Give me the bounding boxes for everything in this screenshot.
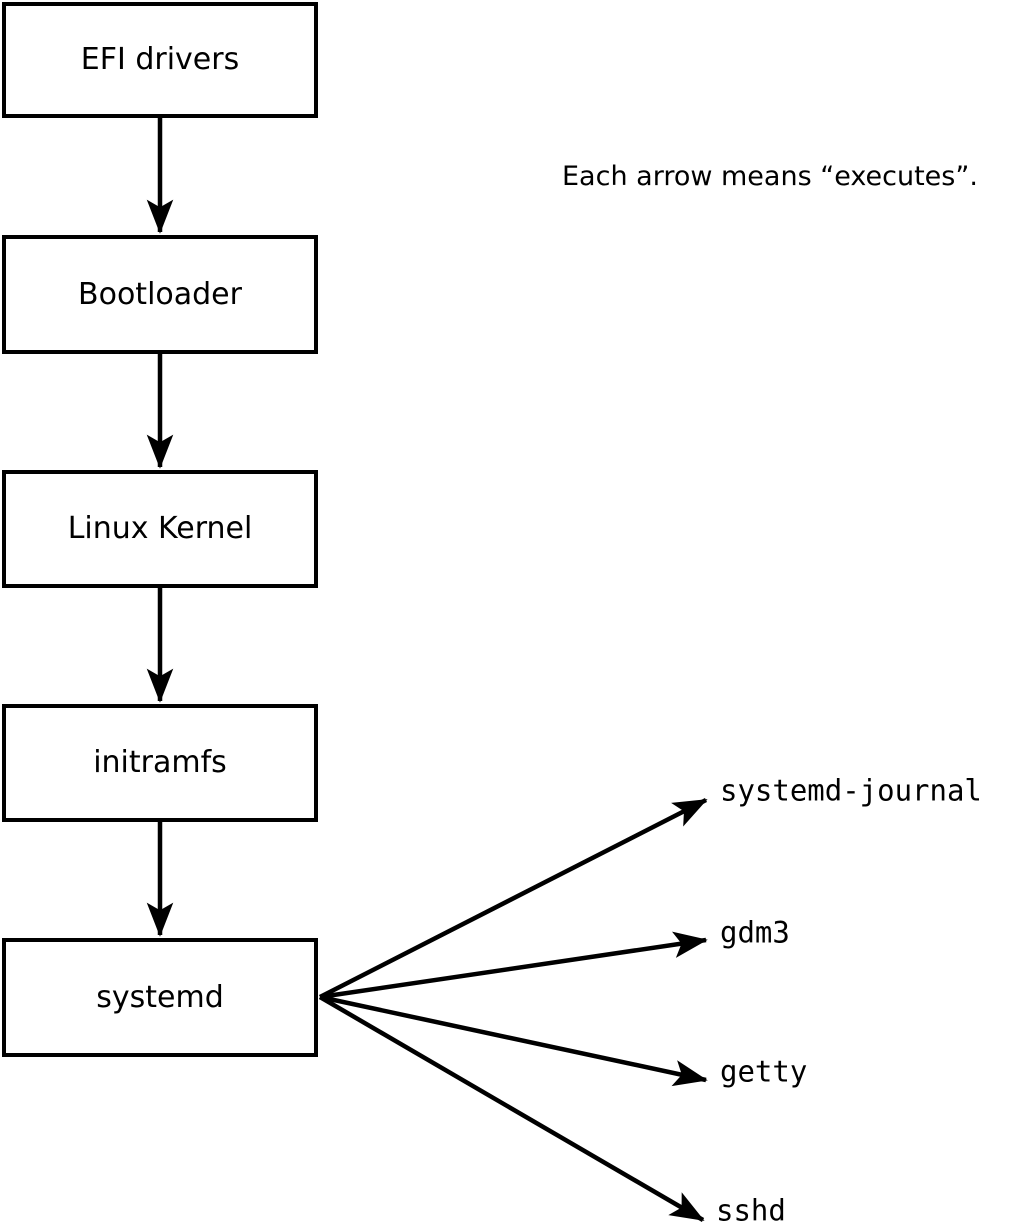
boot-stage-box-initramfs: initramfs: [2, 704, 318, 822]
boot-stage-label-systemd: systemd: [96, 979, 224, 1015]
fanout-arrow-systemd-to-getty: [319, 994, 708, 1087]
systemd-service-arrow-group: [318, 797, 708, 1222]
fanout-arrow-systemd-to-systemd-journal: [318, 797, 708, 1000]
boot-stage-label-initramfs: initramfs: [93, 745, 227, 780]
service-label-gdm3: gdm3: [720, 915, 790, 950]
boot-stage-label-bootloader: Bootloader: [78, 276, 242, 312]
boot-stage-label-efi-drivers: EFI drivers: [80, 42, 240, 77]
legend-note: Each arrow means “executes”.: [562, 161, 978, 192]
service-label-getty: getty: [720, 1054, 808, 1089]
boot-stage-box-efi-drivers: EFI drivers: [2, 2, 318, 118]
service-label-systemd-journal: systemd-journal: [720, 773, 982, 808]
service-label-sshd: sshd: [716, 1193, 786, 1228]
boot-stage-box-bootloader: Bootloader: [2, 235, 318, 354]
fanout-arrow-systemd-to-gdm3: [319, 931, 708, 1000]
boot-stage-label-linux-kernel: Linux Kernel: [67, 511, 253, 546]
boot-stage-box-linux-kernel: Linux Kernel: [2, 470, 318, 588]
boot-stage-box-systemd: systemd: [2, 938, 318, 1057]
fanout-arrow-systemd-to-sshd: [318, 995, 705, 1222]
